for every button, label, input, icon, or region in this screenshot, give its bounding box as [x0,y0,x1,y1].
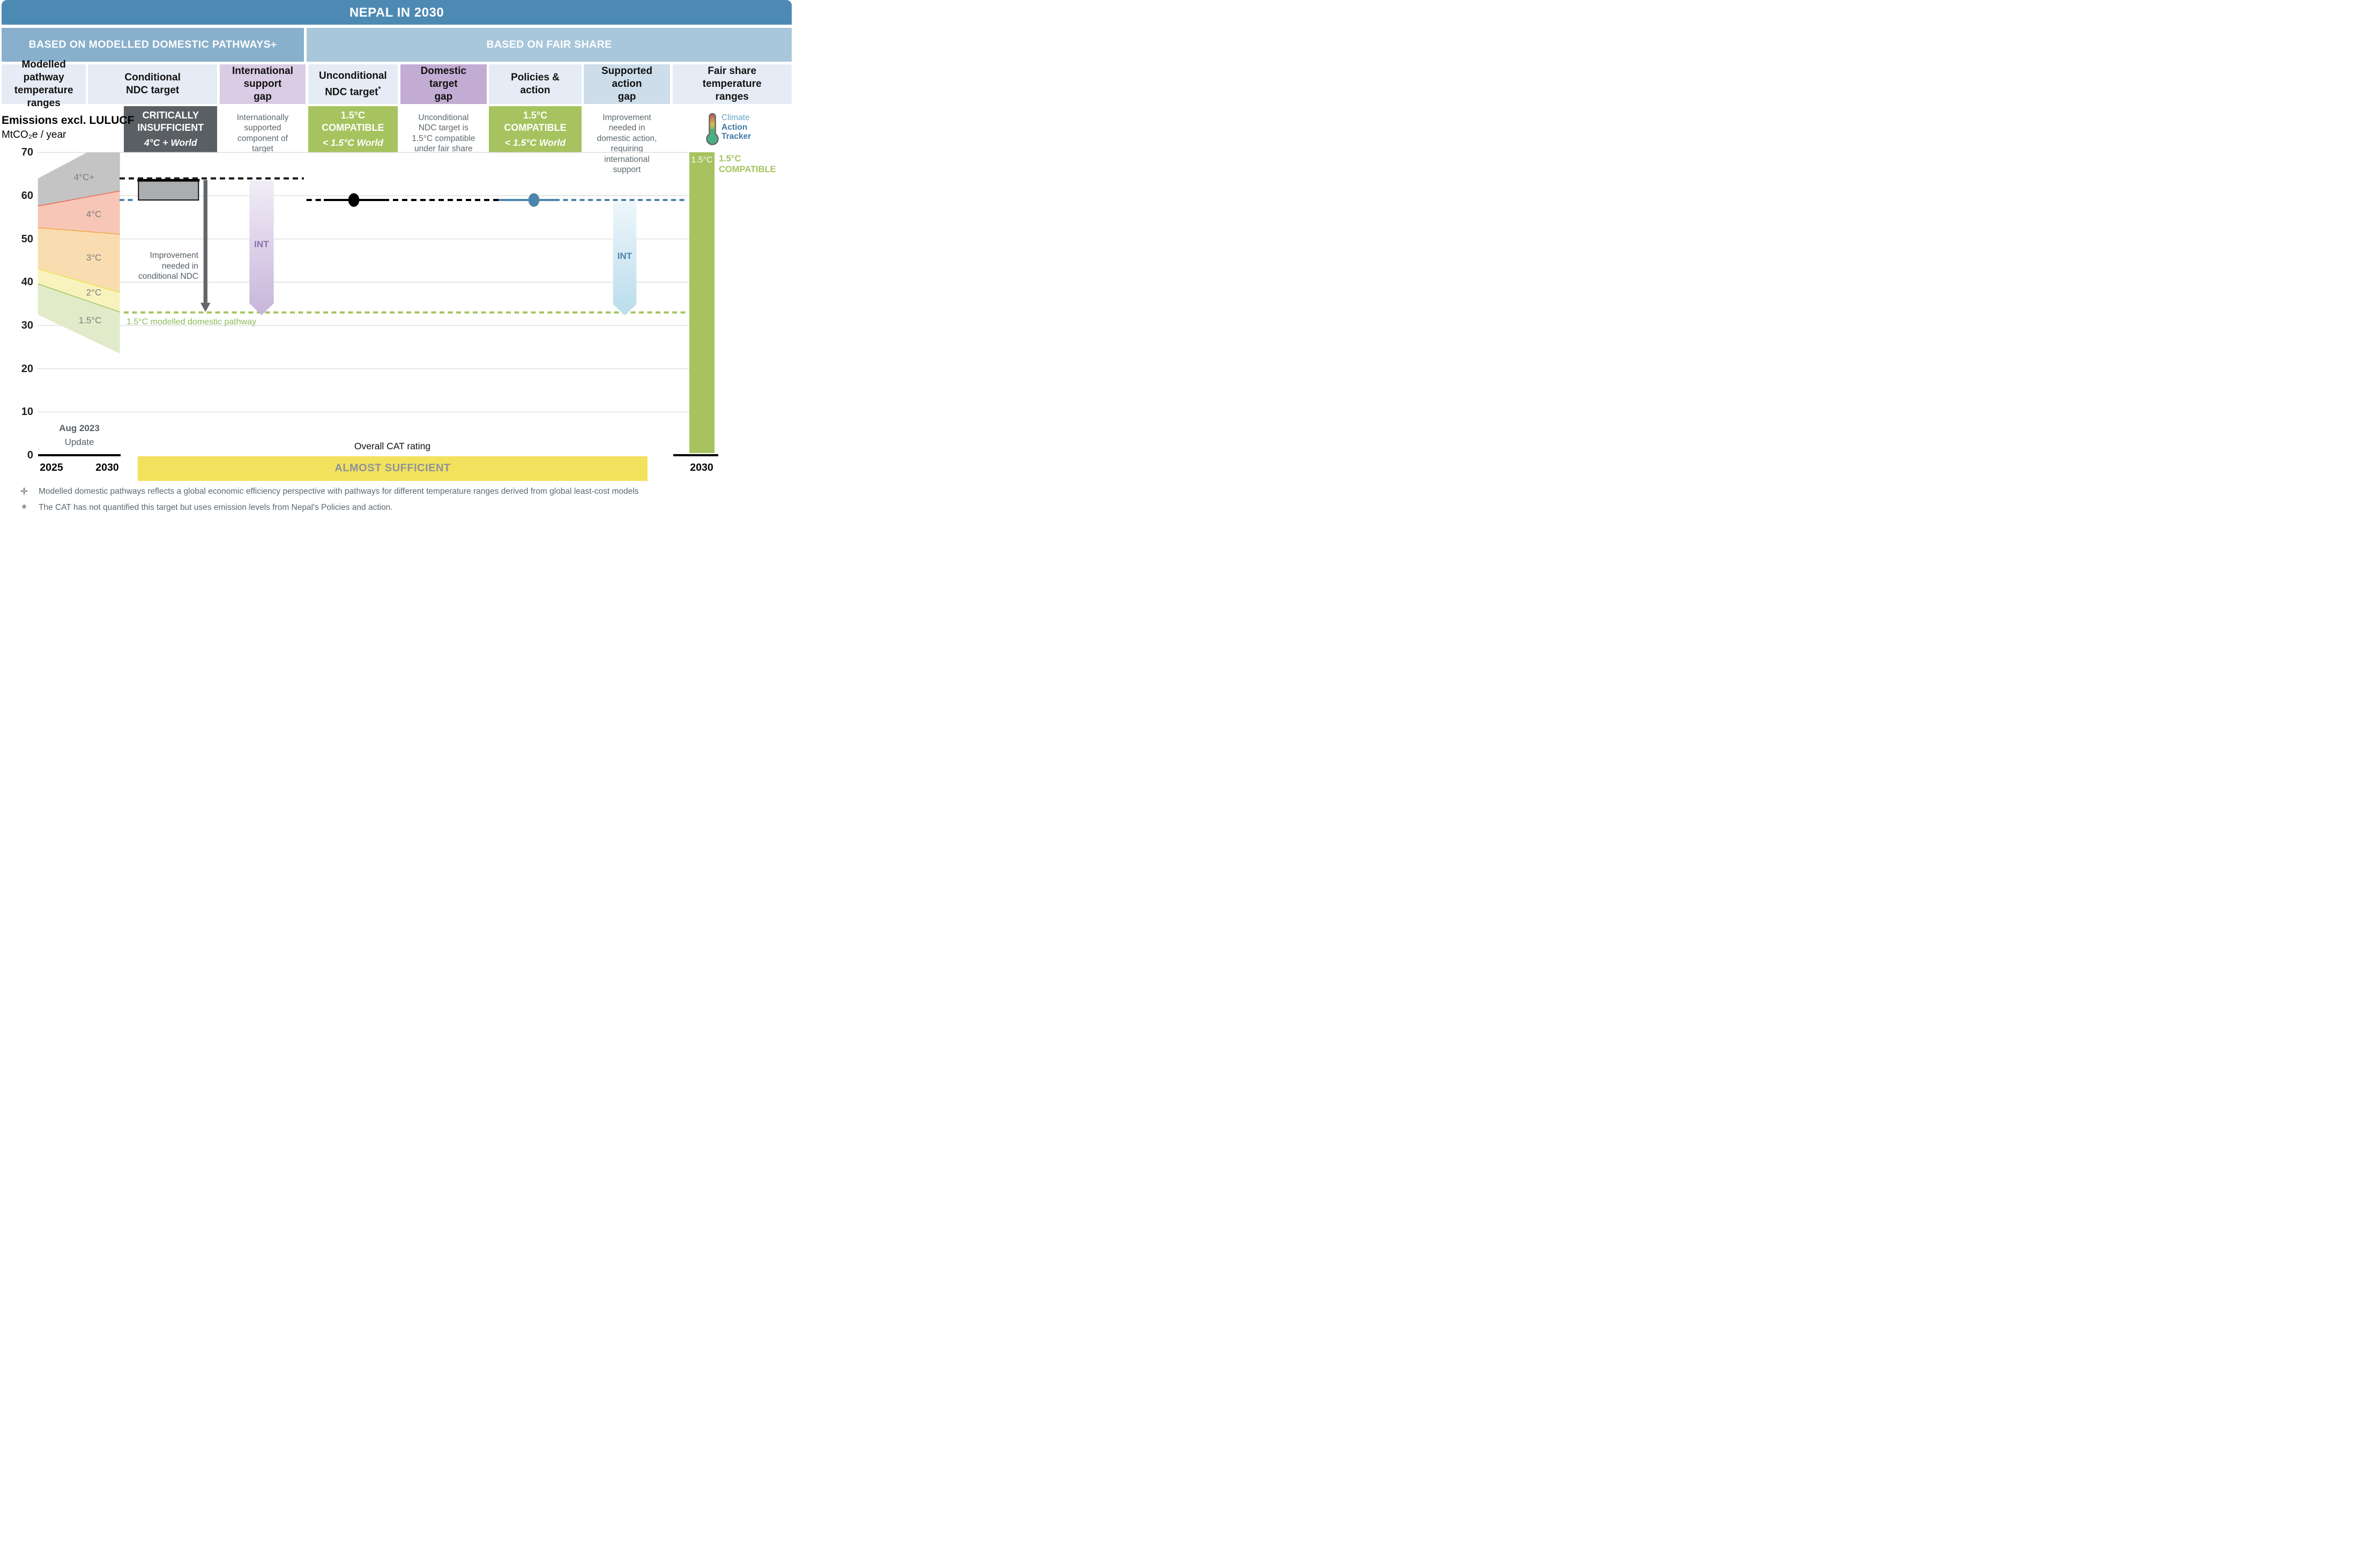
fair-share-compatible-label: 1.5°C COMPATIBLE [719,154,776,174]
update-date: Aug 2023 [59,423,100,433]
col-unconditional-ndc: Unconditional NDC target* [308,64,398,104]
improvement-conditional-ndc-label: Improvement needed in conditional NDC [138,251,198,281]
fair-share-bar-label: 1.5°C [691,155,713,165]
x-label-2030-right: 2030 [690,462,713,473]
section-right-label: BASED ON FAIR SHARE [486,39,612,50]
col-conditional-ndc: Conditional NDC target [88,64,217,104]
band-label-15c: 1.5°C [78,315,102,325]
band-label-3c: 3°C [86,253,102,263]
x-axis-right [673,454,718,457]
col-policies-action: Policies & action [489,64,582,104]
y-tick-70: 70 [21,146,33,159]
asterisk-marker: * [378,84,381,93]
pathway-15-label: 1.5°C modelled domestic pathway [127,317,257,327]
y-tick-0: 0 [27,449,33,461]
y-tick-30: 30 [21,319,33,331]
int-purple-label: INT [254,239,269,249]
cat-nepal-2030-infographic: NEPAL IN 2030 BASED ON MODELLED DOMESTIC… [0,0,793,514]
footnote-1-text: Modelled domestic pathways reflects a gl… [39,487,639,496]
x-label-2025: 2025 [40,462,63,473]
page-title: NEPAL IN 2030 [2,0,792,25]
int-blue-label: INT [617,251,633,261]
band-label-4c: 4°C [86,209,102,219]
y-tick-50: 50 [21,233,33,245]
section-left-label: BASED ON MODELLED DOMESTIC PATHWAYS [28,39,271,50]
rating-conditional-ndc: CRITICALLY INSUFFICIENT 4°C + World [124,106,218,153]
y-tick-10: 10 [21,406,33,418]
overall-rating-title: Overall CAT rating [354,441,431,451]
note-domestic-target: Unconditional NDC target is 1.5°C compat… [412,113,475,154]
band-label-2c: 2°C [86,287,102,298]
col-supported-action-gap: Supported action gap [584,64,670,104]
y-tick-20: 20 [21,362,33,375]
climate-action-tracker-logo: Climate Action Tracker [722,113,752,141]
band-label-4cplus: 4°C+ [73,172,95,182]
col-fair-share-ranges: Fair share temperature ranges [672,64,792,104]
footnote-marker-cross: ✛ [271,40,277,49]
footnote-1-marker: ✛ [20,486,28,496]
note-international-support: Internationally supported component of t… [236,113,289,154]
col-modelled-pathway-ranges: Modelled pathway temperature ranges [2,59,86,109]
y-axis-subtitle: MtCO₂e / year [2,129,66,140]
section-modelled-domestic-pathways: BASED ON MODELLED DOMESTIC PATHWAYS✛ [2,28,304,62]
footnote-2-marker: * [21,502,27,514]
y-tick-60: 60 [21,189,33,202]
x-axis-left [38,454,121,457]
y-axis-title: Emissions excl. LULUCF [2,114,135,127]
rating-policies-action: 1.5°C COMPATIBLE < 1.5°C World [489,106,582,153]
overall-rating-badge: ALMOST SUFFICIENT [138,456,648,481]
section-fair-share: BASED ON FAIR SHARE [307,28,792,62]
y-tick-40: 40 [21,276,33,288]
thermometer-icon [706,113,719,145]
x-label-2030-left: 2030 [95,462,119,473]
footnote-2-text: The CAT has not quantified this target b… [39,503,393,512]
update-label: Update [64,437,94,447]
rating-unconditional-ndc: 1.5°C COMPATIBLE < 1.5°C World [308,106,398,153]
col-domestic-target-gap: Domestic target gap [400,64,487,104]
note-supported-action: Improvement needed in domestic action, r… [597,113,657,175]
fair-share-compatible-bar [689,152,715,453]
col-international-support-gap: International support gap [219,64,306,104]
